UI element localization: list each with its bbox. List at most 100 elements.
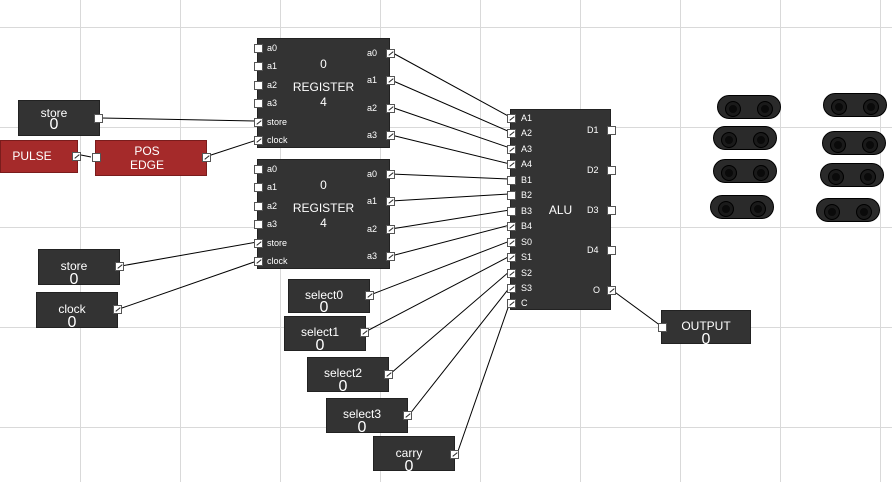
pulse-label: PULSE — [12, 149, 52, 163]
reg-pin-a0-in[interactable] — [254, 44, 263, 53]
reg-pin-a3-in[interactable] — [254, 220, 263, 229]
reg-pin-label: a2 — [367, 103, 378, 113]
alu-pin-label: A1 — [521, 113, 533, 123]
alu-pin-s0[interactable] — [507, 238, 516, 247]
switch-icon[interactable] — [816, 198, 880, 222]
switch-dot — [828, 169, 844, 185]
alu-pin-d2[interactable] — [607, 166, 616, 175]
select2-input[interactable]: select2 0 — [307, 357, 393, 395]
reg-pin-a0-out[interactable] — [386, 49, 395, 58]
pos-edge-output-pin[interactable] — [202, 153, 211, 162]
alu-pin-s1[interactable] — [507, 253, 516, 262]
alu-pin-label: A4 — [521, 159, 533, 169]
select2-output-pin[interactable] — [384, 370, 393, 379]
reg-pin-a3-in[interactable] — [254, 99, 263, 108]
switch-dot — [753, 165, 769, 181]
alu-pin-label: A2 — [521, 128, 533, 138]
alu-pin-c[interactable] — [507, 299, 516, 308]
reg-pin-label: a0 — [267, 164, 278, 174]
switch-icon[interactable] — [823, 93, 887, 117]
select3-input[interactable]: select3 0 — [326, 398, 412, 436]
alu-pin-a3[interactable] — [507, 145, 516, 154]
switch-dot — [824, 204, 840, 220]
alu-pin-a4[interactable] — [507, 160, 516, 169]
alu-pin-b4[interactable] — [507, 222, 516, 231]
register-bits: 4 — [320, 95, 327, 109]
alu-pin-d4[interactable] — [607, 246, 616, 255]
alu-pin-s3[interactable] — [507, 284, 516, 293]
switch-dot — [721, 132, 737, 148]
switch-icon[interactable] — [822, 131, 886, 155]
select0-input[interactable]: select0 0 — [288, 279, 374, 316]
carry-input[interactable]: carry 0 — [373, 436, 459, 475]
switch-dot — [718, 201, 734, 217]
alu-pin-s2[interactable] — [507, 269, 516, 278]
switch-icon[interactable] — [713, 159, 777, 183]
alu-pin-label: O — [593, 285, 601, 295]
reg-pin-store-in[interactable] — [254, 239, 263, 248]
pulse-output-pin[interactable] — [72, 152, 81, 161]
alu[interactable]: A1 A2 A3 A4 B1 B2 B3 B4 S0 S1 S2 S3 C AL… — [507, 109, 616, 310]
store-input-top[interactable]: store 0 — [18, 100, 103, 136]
select3-output-pin[interactable] — [403, 411, 412, 420]
reg-pin-label: a2 — [267, 80, 278, 90]
register-value: 0 — [320, 178, 327, 192]
switch-icon[interactable] — [710, 195, 774, 219]
switch-dot — [830, 137, 846, 153]
store-input-label: store — [60, 259, 88, 273]
reg-pin-a1-out[interactable] — [386, 197, 395, 206]
clock-input[interactable]: clock 0 — [36, 292, 122, 331]
reg-pin-a2-in[interactable] — [254, 81, 263, 90]
alu-pin-d3[interactable] — [607, 206, 616, 215]
reg-pin-a0-in[interactable] — [254, 165, 263, 174]
select0-label: select0 — [304, 288, 344, 302]
alu-pin-label: S2 — [521, 268, 533, 278]
alu-pin-a1[interactable] — [507, 114, 516, 123]
select1-output-pin[interactable] — [360, 328, 369, 337]
output-input-pin[interactable] — [658, 323, 667, 332]
alu-pin-label: A3 — [521, 144, 533, 154]
reg-pin-label: store — [267, 238, 288, 248]
pulse-component[interactable]: PULSE — [0, 140, 81, 173]
pos-edge-input-pin[interactable] — [92, 153, 101, 162]
store-input-bottom[interactable]: store 0 — [38, 249, 124, 288]
reg-pin-clock-in[interactable] — [254, 136, 263, 145]
reg-pin-a2-out[interactable] — [386, 225, 395, 234]
carry-output-pin[interactable] — [450, 450, 459, 459]
store-input-value: 0 — [49, 116, 59, 133]
reg-pin-a2-in[interactable] — [254, 202, 263, 211]
register-bottom[interactable]: a0 a1 a2 a3 store clock 0 REGISTER 4 a0 … — [254, 159, 395, 269]
reg-pin-a0-out[interactable] — [386, 170, 395, 179]
store-output-pin[interactable] — [115, 262, 124, 271]
alu-pin-d1[interactable] — [607, 126, 616, 135]
reg-pin-a3-out[interactable] — [386, 252, 395, 261]
switch-dot — [856, 204, 872, 220]
reg-pin-label: a2 — [367, 224, 378, 234]
store-output-pin[interactable] — [94, 114, 103, 123]
alu-pin-b3[interactable] — [507, 207, 516, 216]
reg-pin-a3-out[interactable] — [386, 131, 395, 140]
alu-pin-a2[interactable] — [507, 129, 516, 138]
reg-pin-a1-out[interactable] — [386, 76, 395, 85]
switch-icon[interactable] — [820, 163, 884, 187]
switch-icon[interactable] — [713, 126, 777, 150]
clock-output-pin[interactable] — [113, 305, 122, 314]
output-label: OUTPUT — [681, 319, 731, 333]
select0-output-pin[interactable] — [365, 291, 374, 300]
alu-pin-o[interactable] — [607, 286, 616, 295]
reg-pin-a1-in[interactable] — [254, 62, 263, 71]
pos-edge-component[interactable]: POS EDGE — [92, 140, 211, 176]
reg-pin-a1-in[interactable] — [254, 183, 263, 192]
switch-icon[interactable] — [717, 95, 781, 119]
reg-pin-a2-out[interactable] — [386, 104, 395, 113]
carry-value: 0 — [404, 458, 414, 475]
alu-pin-b2[interactable] — [507, 191, 516, 200]
select1-input[interactable]: select1 0 — [284, 316, 369, 354]
output-component[interactable]: OUTPUT 0 — [658, 310, 751, 348]
register-bits: 4 — [320, 216, 327, 230]
reg-pin-clock-in[interactable] — [254, 257, 263, 266]
reg-pin-store-in[interactable] — [254, 118, 263, 127]
alu-pin-b1[interactable] — [507, 176, 516, 185]
register-top[interactable]: a0 a1 a2 a3 store clock 0 REGISTER 4 a0 … — [254, 38, 395, 148]
